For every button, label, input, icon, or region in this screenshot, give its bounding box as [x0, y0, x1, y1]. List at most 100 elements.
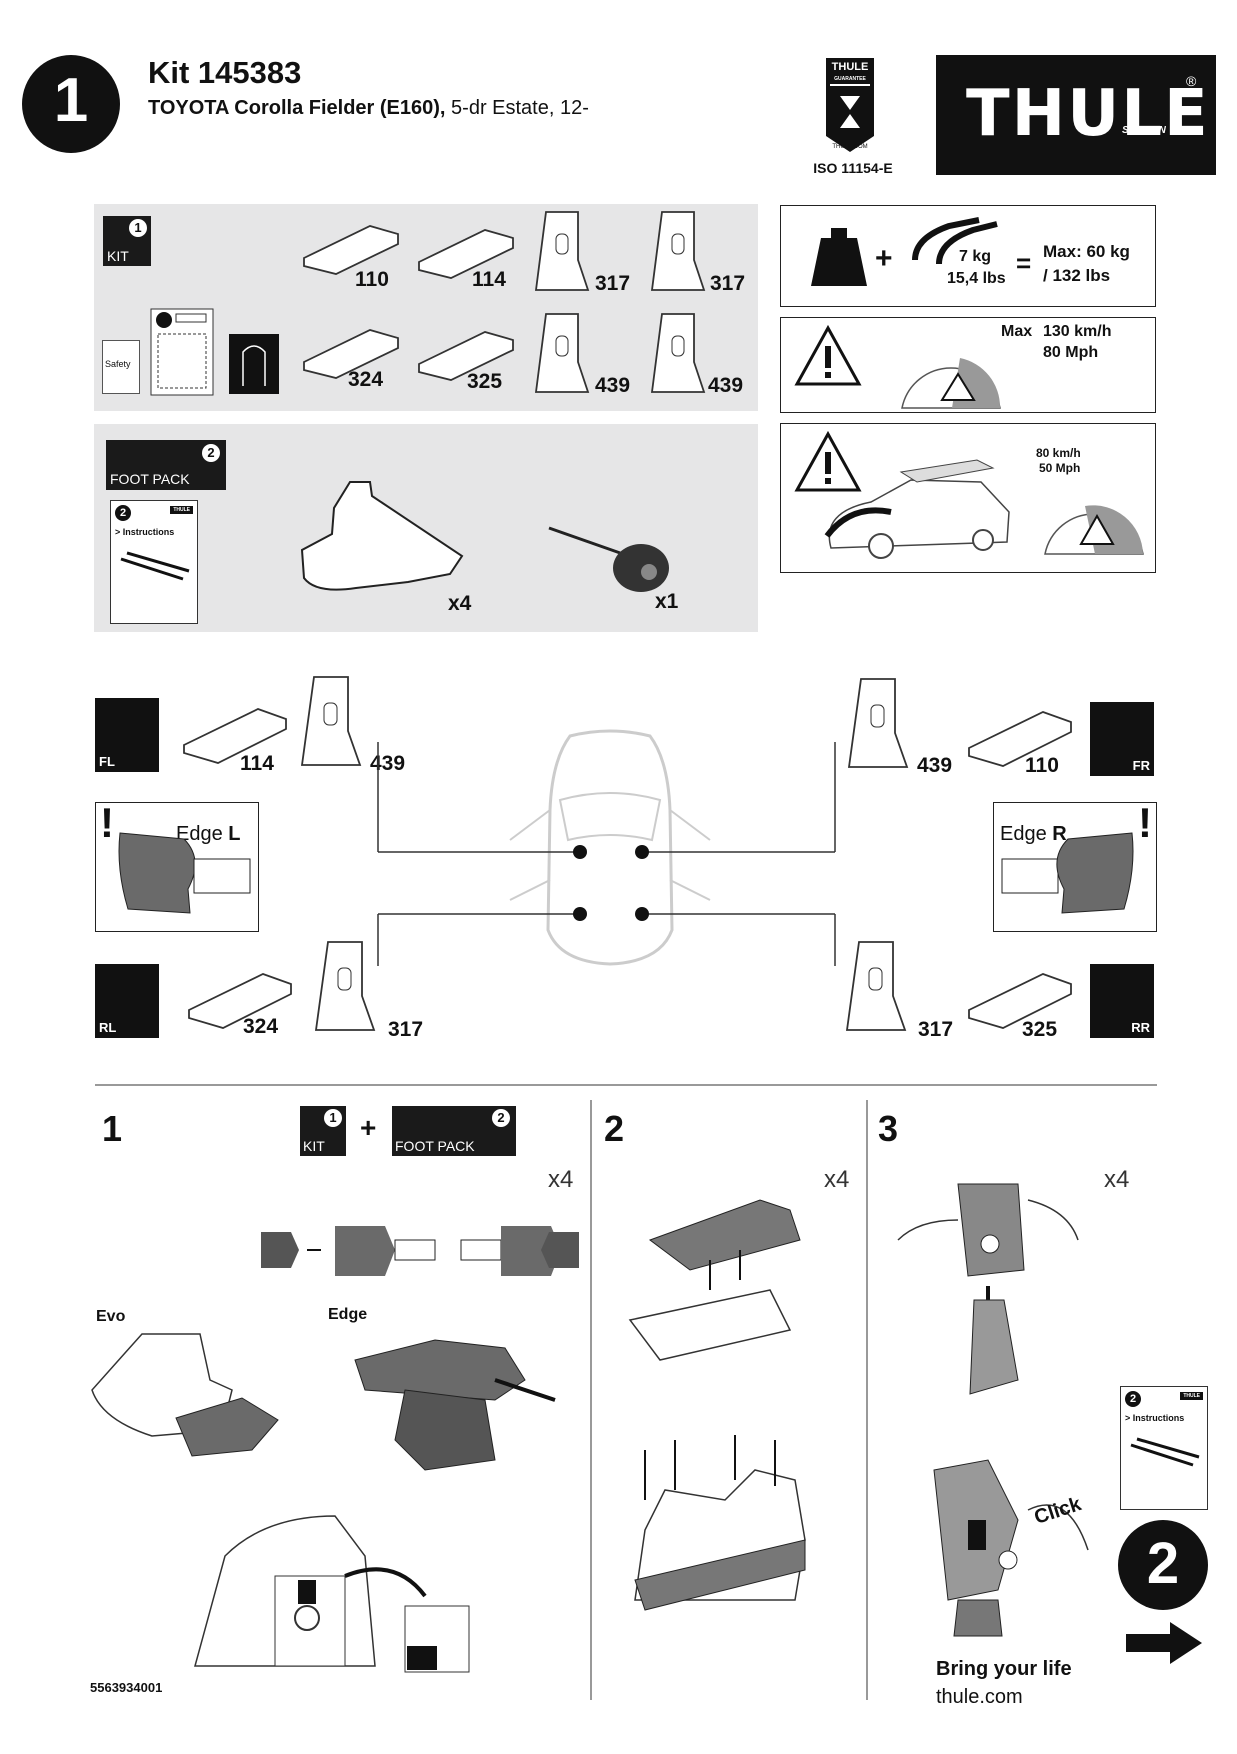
step-1-number: 1 [102, 1108, 123, 1149]
step-1-kit-number: 1 [324, 1109, 342, 1127]
step-3-number: 3 [878, 1108, 899, 1149]
foot-pack-booklet: 2 THULE > Instructions [110, 500, 198, 624]
equals-sign: = [1016, 248, 1032, 278]
fl-pad-icon [183, 708, 287, 764]
booklet-number: 2 [115, 505, 131, 521]
edge-r-warn: ! [1138, 799, 1152, 846]
bracket-317b-icon [650, 211, 706, 291]
step-badge-number: 1 [53, 66, 89, 135]
car-with-roof-load-icon [824, 459, 1010, 559]
fr-bracket-icon [847, 678, 909, 768]
thule-logo: THULE SWEDEN ® [936, 55, 1216, 175]
pad-325-icon [418, 331, 514, 381]
pad-qty: x4 [448, 592, 472, 615]
foot-pad-icon [300, 481, 464, 591]
step-1-plus: + [360, 1112, 377, 1143]
position-tile-rl: RL [95, 964, 159, 1038]
step-3-click-icon [933, 1459, 1089, 1637]
rl-bracket-label: 317 [388, 1018, 424, 1041]
edge-l-word: Edge [176, 823, 229, 845]
rl-bracket-icon [314, 941, 376, 1031]
next-step-number: 2 [1146, 1531, 1180, 1596]
step-1-kit-label: KIT [303, 1138, 325, 1154]
step-1-foot-separation-icon [261, 1226, 579, 1276]
evo-label: Evo [96, 1308, 126, 1325]
step-1-fp-label: FOOT PACK [395, 1138, 475, 1154]
vehicle-model: TOYOTA Corolla Fielder (E160), [148, 97, 446, 119]
max-speed-label: Max [1001, 323, 1033, 340]
position-tile-fl: FL [95, 698, 159, 772]
kit-title: Kit 145383 [148, 55, 302, 90]
step-2-press-pad-icon [634, 1435, 806, 1611]
max-speed-mph: 80 Mph [1043, 344, 1099, 361]
tagline: Bring your life [936, 1658, 1072, 1680]
fr-bracket-label: 439 [917, 754, 953, 777]
next-step-badge[interactable]: 2 [1118, 1520, 1208, 1610]
warning-triangle-icon-2 [794, 430, 862, 492]
step-3-booklet: 2 THULE > Instructions [1120, 1386, 1208, 1510]
kit-box-label: KIT [107, 248, 129, 264]
kit-box-number: 1 [129, 219, 147, 237]
edge-r-text: Edge R [1000, 823, 1067, 846]
tile-fl-label: FL [99, 754, 115, 769]
guarantee-url: THULE.COM [832, 144, 868, 150]
tile-rr-label: RR [1131, 1020, 1150, 1035]
edge-label: Edge [328, 1306, 368, 1323]
fr-pad-label: 110 [1025, 754, 1059, 777]
edge-foot-assembly-icon [354, 1339, 556, 1471]
step-3-booklet-brand: THULE [1180, 1392, 1203, 1400]
evo-foot-assembly-icon [91, 1333, 279, 1457]
allen-key-icon [548, 526, 669, 592]
rl-pad-icon [188, 973, 292, 1029]
wind-speed-mph: 50 Mph [1039, 461, 1081, 475]
tile-rl-label: RL [99, 1020, 117, 1035]
edge-l-warn: ! [100, 799, 114, 846]
speedometer-icon [901, 358, 1001, 409]
weight-icon [811, 228, 867, 286]
tile-fr-label: FR [1132, 758, 1150, 773]
pad-110-icon [303, 225, 399, 275]
wind-speed-box: 80 km/h 50 Mph [780, 423, 1156, 573]
part-110-label: 110 [355, 268, 389, 291]
vehicle-line: TOYOTA Corolla Fielder (E160), 5-dr Esta… [148, 97, 589, 120]
bracket-439-icon [534, 313, 590, 393]
next-page-arrow-icon[interactable] [1124, 1620, 1204, 1666]
edge-r-box: ! Edge R [993, 799, 1157, 932]
booklet-title: > Instructions [115, 527, 175, 537]
guarantee-shield-icon [826, 58, 874, 152]
rr-pad-icon [968, 973, 1072, 1029]
max-speed-kmh: 130 km/h [1043, 323, 1112, 340]
pad-324-icon [303, 329, 399, 379]
max-load-lbs: / 132 lbs [1043, 266, 1111, 285]
step-2-pad-onto-foot-icon [628, 1199, 801, 1361]
guarantee-text: GUARANTEE [834, 76, 866, 82]
wind-speed-kmh: 80 km/h [1036, 446, 1081, 460]
edge-r-foot-icon [1001, 832, 1134, 914]
step-2-number: 2 [604, 1108, 625, 1149]
bracket-317-icon [534, 211, 590, 291]
part-324-label: 324 [348, 368, 384, 391]
foot-pack-box-number: 2 [202, 444, 220, 462]
load-capacity-box: + 7 kg 15,4 lbs = Max: 60 kg / 132 lbs [780, 205, 1156, 307]
safety-booklet: Safety [102, 340, 140, 394]
logo-wordmark: THULE [966, 77, 1210, 151]
kit-box-icon: 1 KIT [103, 216, 151, 266]
bar-weight-kg: 7 kg [959, 248, 992, 265]
max-speed-box: Max 130 km/h 80 Mph [780, 317, 1156, 413]
max-load-kg: Max: 60 kg [1043, 242, 1130, 261]
part-325-label: 325 [467, 370, 503, 393]
bracket-439b-icon [650, 313, 706, 393]
fl-bracket-icon [300, 676, 362, 766]
step-3-booklet-title: > Instructions [1125, 1413, 1185, 1423]
part-439-label-b: 439 [708, 374, 744, 397]
roof-bar-pair-icon [912, 217, 998, 265]
step-1-fp-number: 2 [492, 1109, 510, 1127]
step-divider-2 [866, 1100, 868, 1700]
step-1-qty: x4 [548, 1166, 574, 1193]
plus-sign: + [875, 242, 893, 275]
edge-r-word: Edge [1000, 823, 1053, 845]
thule-url: thule.com [936, 1686, 1023, 1708]
rr-pad-label: 325 [1022, 1018, 1058, 1041]
roof-bars-icon [120, 551, 190, 581]
step-1-foot-pack-box: 2 FOOT PACK [392, 1106, 516, 1156]
